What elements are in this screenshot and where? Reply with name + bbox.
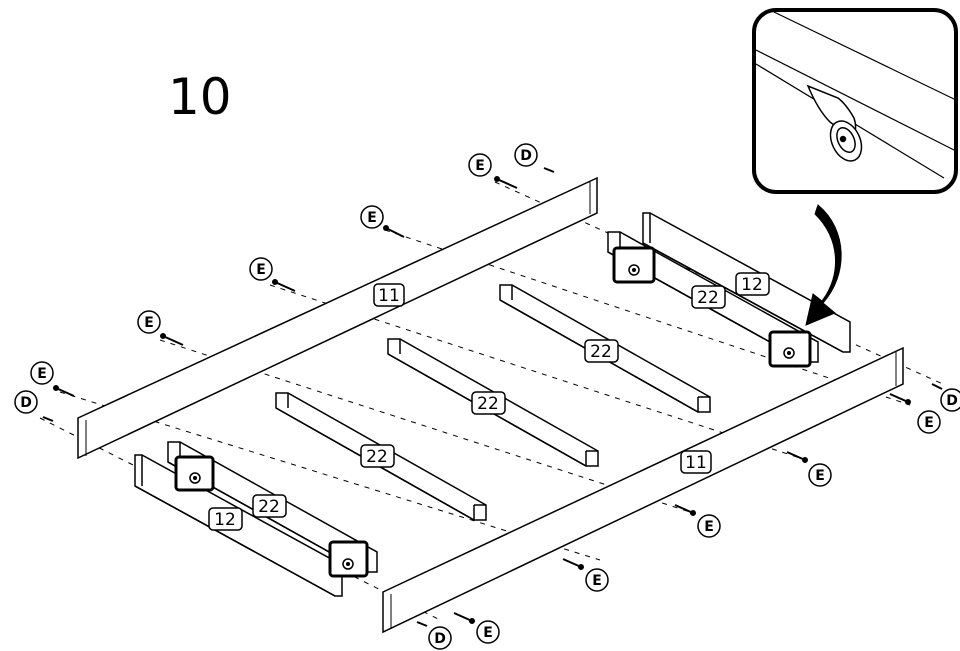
caster-detail-inset [752,8,958,194]
screws [42,167,943,627]
svg-text:E: E [475,158,485,174]
svg-text:22: 22 [697,288,719,308]
callout-d-2: D [14,390,38,414]
caster-box-lower-right [328,540,369,578]
svg-text:12: 12 [214,510,236,530]
callout-d-4: D [428,626,452,650]
callout-e-2: E [360,205,384,229]
part-tag-short-rail-upper: 12 [735,272,770,296]
part-tag-slat-2: 22 [471,391,506,415]
callout-e-4: E [137,310,161,334]
svg-text:E: E [144,315,154,331]
right-long-rail [382,346,904,634]
part-tag-slat-3: 22 [360,444,395,468]
part-tags: 11 11 12 12 22 22 22 22 [208,272,770,531]
part-tag-short-rail-lower: 12 [208,507,243,531]
callout-e-10: E [476,620,500,644]
callout-d-3: D [940,388,960,412]
callout-e-1: E [468,153,492,177]
svg-text:22: 22 [258,497,280,517]
svg-text:11: 11 [378,286,400,306]
caster-box-upper-right [768,330,812,368]
svg-text:E: E [37,366,47,382]
callout-e-5: E [30,361,54,385]
svg-text:E: E [924,415,934,431]
part-tag-long-rail-left: 11 [373,283,405,307]
part-tag-slat-upper-right: 22 [691,285,726,309]
part-tag-long-rail-right: 11 [680,450,712,474]
svg-text:E: E [367,210,377,226]
svg-text:D: D [520,148,532,164]
part-tag-slat-lower-left: 22 [252,494,287,518]
caster-box-lower-left [174,455,215,492]
detail-pointer-arrow [805,204,842,326]
svg-text:22: 22 [366,447,388,467]
caster-wheel-detail-icon [806,84,863,162]
left-long-rail [77,176,598,460]
svg-text:22: 22 [590,342,612,362]
hardware-callouts: E D E E E E D D E E E E E D [14,143,960,650]
callout-e-3: E [249,257,273,281]
part-tag-slat-1: 22 [584,339,619,363]
caster-box-upper-left [612,246,656,284]
svg-text:12: 12 [741,275,763,295]
caster-highlight-boxes [174,246,812,578]
svg-text:E: E [483,625,493,641]
callout-e-9: E [585,568,609,592]
svg-text:D: D [434,631,446,647]
svg-text:E: E [256,262,266,278]
svg-text:E: E [704,519,714,535]
svg-text:E: E [815,468,825,484]
step-number: 10 [168,68,232,126]
callout-d-1: D [514,143,538,167]
svg-text:22: 22 [477,394,499,414]
svg-text:D: D [946,393,958,409]
callout-e-8: E [697,514,721,538]
svg-text:11: 11 [685,453,707,473]
svg-text:E: E [592,573,602,589]
svg-text:D: D [20,395,32,411]
callout-e-6: E [917,410,941,434]
callout-e-7: E [808,463,832,487]
